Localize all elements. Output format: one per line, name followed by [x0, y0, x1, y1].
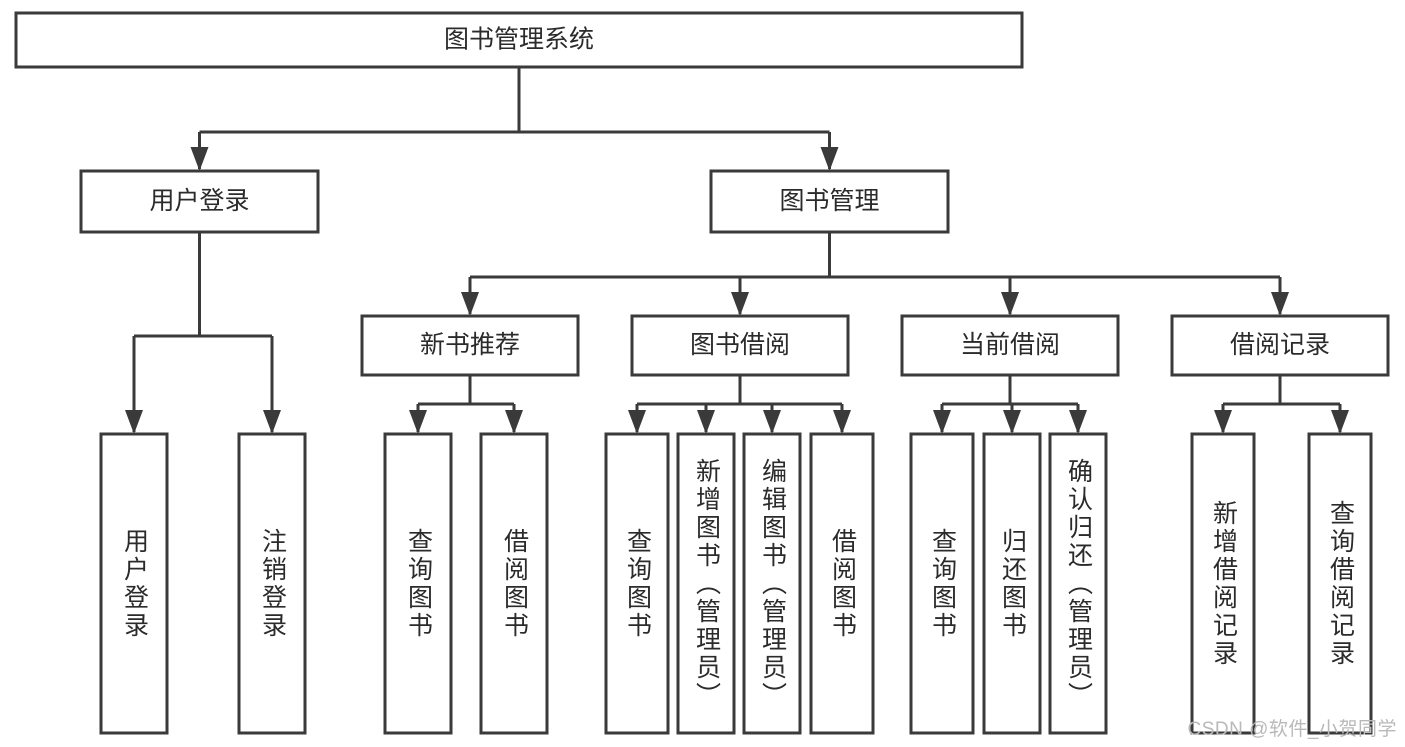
arrow-head-icon	[505, 410, 523, 434]
node-label: 用户登录	[149, 187, 249, 215]
node-box	[982, 432, 1042, 735]
node-box	[630, 314, 850, 377]
node-leaf-borrow-book-1[interactable]	[479, 432, 549, 735]
node-label: 图书借阅	[690, 331, 790, 359]
arrow-head-icon	[1001, 292, 1019, 316]
node-box	[1190, 432, 1256, 735]
node-box	[809, 432, 875, 735]
arrow-head-icon	[1003, 410, 1021, 434]
node-leaf-user-login[interactable]	[99, 432, 169, 735]
arrow-head-icon	[190, 147, 209, 171]
node-records[interactable]: 借阅记录	[1170, 314, 1390, 377]
node-box	[360, 314, 580, 377]
node-box	[900, 314, 1120, 377]
node-box	[742, 432, 802, 735]
arrow-head-icon	[1331, 410, 1349, 434]
node-box	[1170, 314, 1390, 377]
node-bookmgmt[interactable]: 图书管理	[709, 169, 950, 234]
arrow-head-icon	[409, 410, 427, 434]
node-newbook[interactable]: 新书推荐	[360, 314, 580, 377]
node-leaf-borrow-book-2[interactable]	[809, 432, 875, 735]
node-login[interactable]: 用户登录	[79, 169, 320, 234]
arrow-head-icon	[731, 292, 749, 316]
arrow-head-icon	[933, 410, 951, 434]
node-leaf-query-record[interactable]	[1307, 432, 1373, 735]
node-box	[1048, 432, 1108, 735]
node-borrow[interactable]: 图书借阅	[630, 314, 850, 377]
arrow-head-icon	[1214, 410, 1232, 434]
node-box	[79, 169, 320, 234]
arrow-head-icon	[1069, 410, 1087, 434]
watermark: CSDN @软件_小贺同学	[1187, 719, 1397, 740]
node-box	[14, 11, 1024, 69]
node-leaf-query-book-2[interactable]	[604, 432, 670, 735]
node-box	[479, 432, 549, 735]
node-label: 图书管理系统	[444, 26, 594, 54]
node-box	[676, 432, 736, 735]
node-box	[383, 432, 453, 735]
node-label: 当前借阅	[960, 331, 1060, 359]
arrow-head-icon	[697, 410, 715, 434]
node-leaf-logout[interactable]	[237, 432, 307, 735]
arrow-head-icon	[628, 410, 646, 434]
arrow-head-icon	[125, 410, 143, 434]
arrow-head-icon	[820, 147, 839, 171]
node-label: 新书推荐	[420, 331, 520, 359]
node-box	[909, 432, 975, 735]
arrow-head-icon	[461, 292, 479, 316]
node-root[interactable]: 图书管理系统	[14, 11, 1024, 69]
node-leaf-edit-book[interactable]	[742, 432, 802, 735]
arrow-head-icon	[1271, 292, 1289, 316]
arrow-head-icon	[833, 410, 851, 434]
node-box	[99, 432, 169, 735]
node-leaf-confirm-return[interactable]	[1048, 432, 1108, 735]
node-leaf-add-record[interactable]	[1190, 432, 1256, 735]
node-leaf-add-book[interactable]	[676, 432, 736, 735]
edge-layer	[125, 67, 1349, 434]
arrow-head-icon	[263, 410, 281, 434]
node-box	[709, 169, 950, 234]
node-leaf-query-book-1[interactable]	[383, 432, 453, 735]
node-current[interactable]: 当前借阅	[900, 314, 1120, 377]
node-leaf-return-book[interactable]	[982, 432, 1042, 735]
node-label: 借阅记录	[1230, 331, 1330, 359]
node-leaf-query-book-3[interactable]	[909, 432, 975, 735]
node-label: 图书管理	[779, 187, 879, 215]
node-box	[1307, 432, 1373, 735]
node-box	[237, 432, 307, 735]
node-box	[604, 432, 670, 735]
arrow-head-icon	[763, 410, 781, 434]
